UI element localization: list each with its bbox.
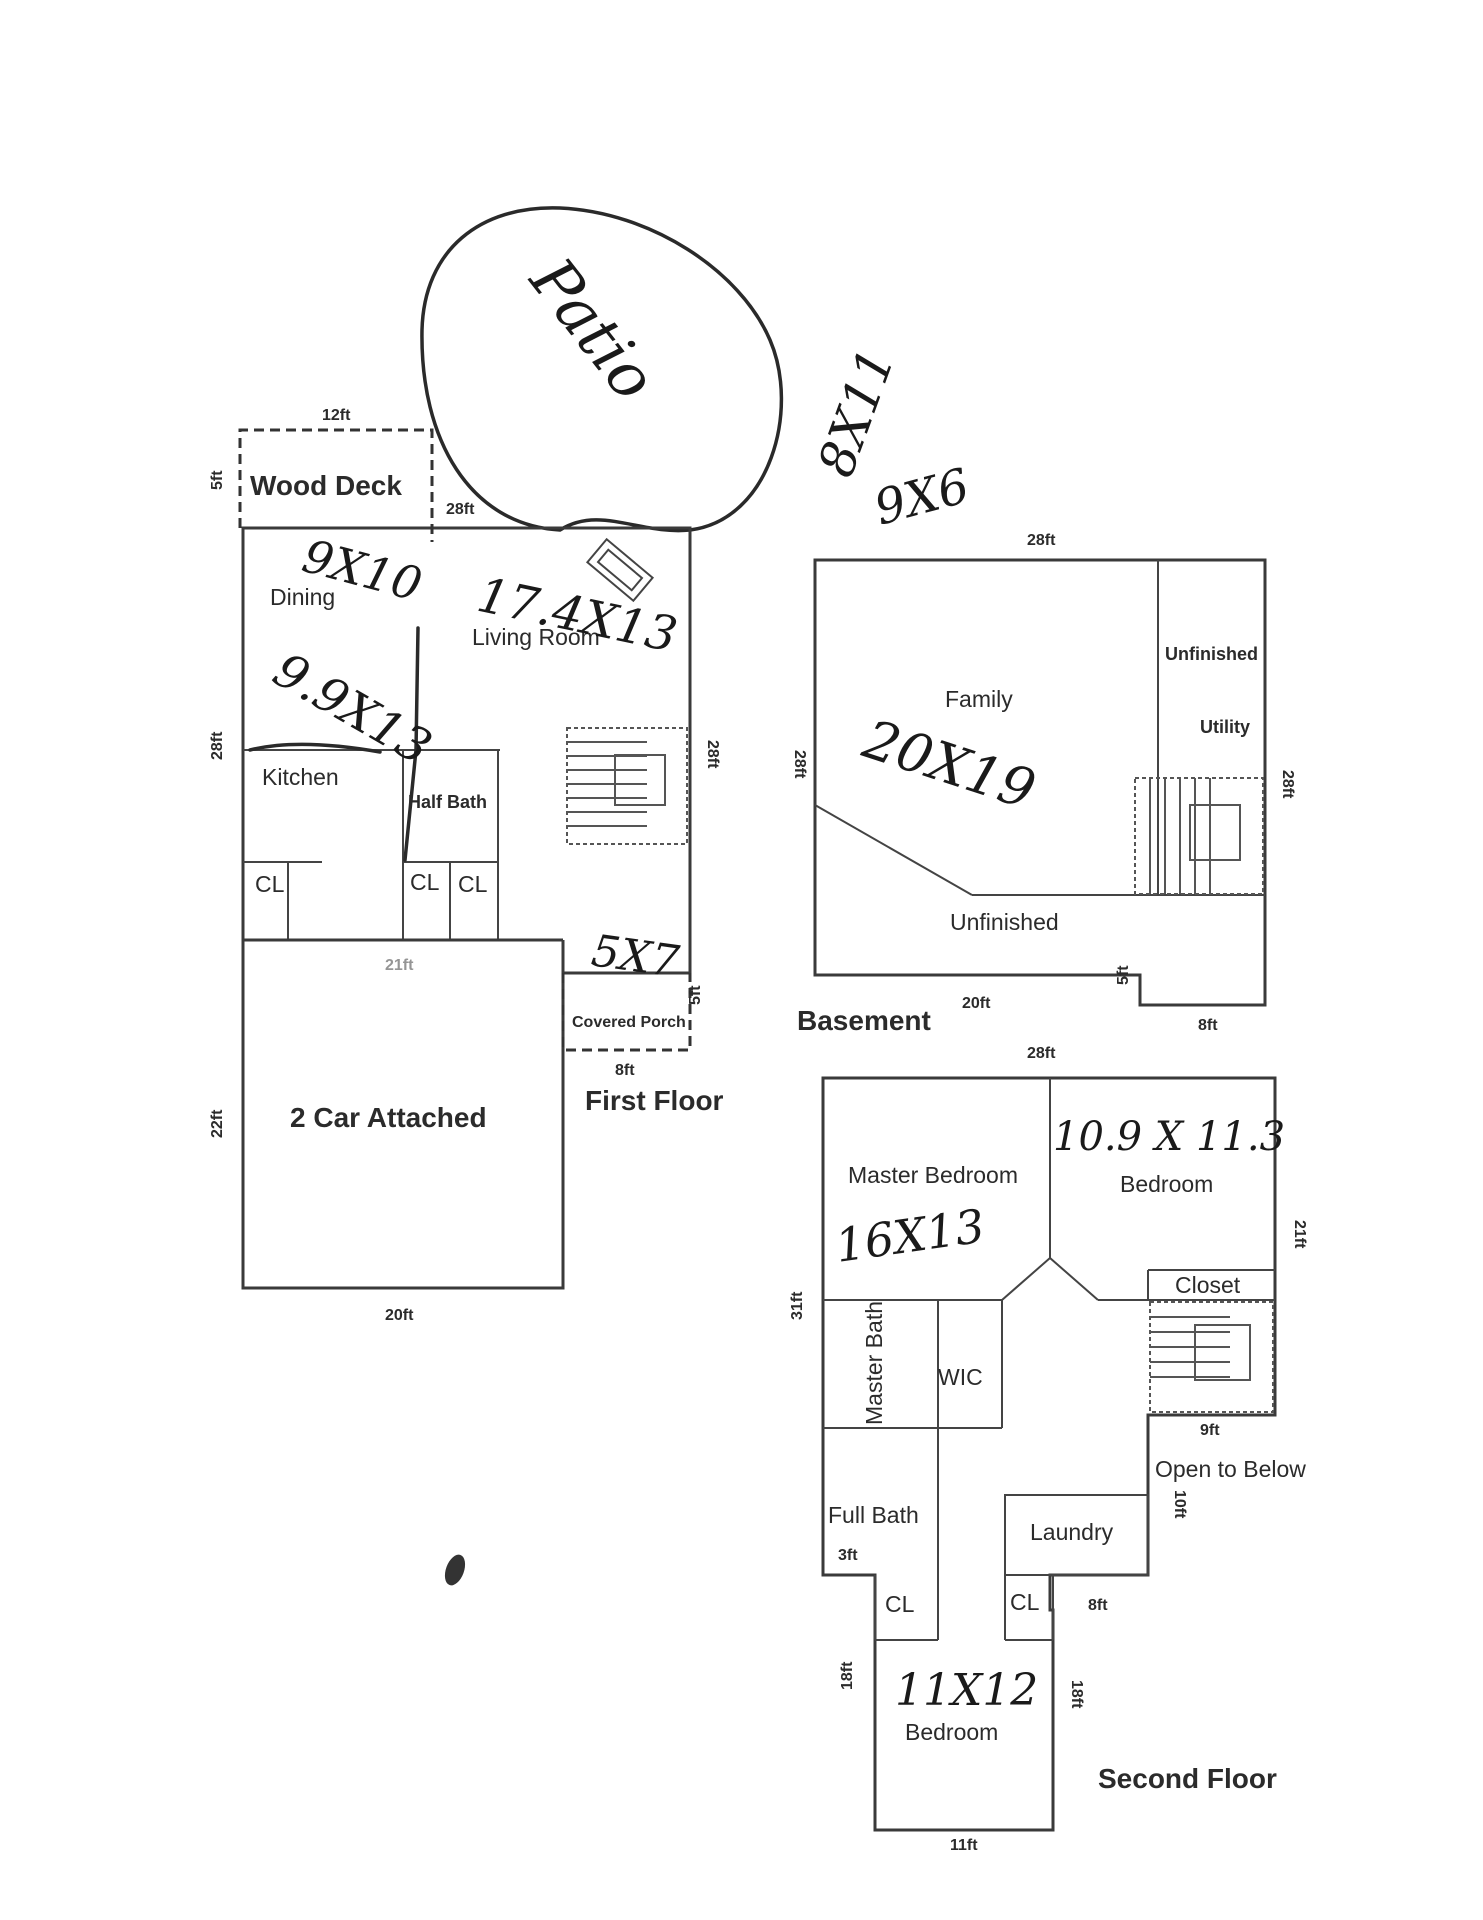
wood-deck-label: Wood Deck	[250, 470, 402, 501]
bedroom-s-size-note: 11X12	[895, 1665, 1038, 1716]
bedroom-ne-label: Bedroom	[1120, 1171, 1213, 1197]
wood-deck-outline	[238, 428, 434, 542]
basement-notch-width-dim: 8ft	[1198, 1017, 1218, 1034]
closet-gap-dim: 8ft	[1088, 1597, 1108, 1614]
first-floor-title: First Floor	[585, 1085, 724, 1116]
fireplace-icon	[585, 537, 655, 603]
first-top-width-dim: 28ft	[446, 501, 475, 518]
covered-porch-label: Covered Porch	[572, 1014, 686, 1031]
bedroom-s-label: Bedroom	[905, 1719, 998, 1745]
bedroom-bottom-dim: 11ft	[950, 1837, 978, 1854]
bedroom-left-dim: 18ft	[839, 1661, 856, 1690]
deck-depth-dim: 5ft	[209, 470, 226, 490]
family-size-note: 20X19	[855, 707, 1043, 822]
patio-label: Patio	[516, 244, 671, 414]
handwritten-note-line2: 9X6	[869, 458, 975, 537]
basement-plan: Family Unfinished Utility Unfinished Bas…	[791, 532, 1296, 1036]
kitchen-label: Kitchen	[262, 764, 339, 790]
second-floor-stairs-icon	[1149, 1301, 1274, 1413]
closet-left-label: CL	[885, 1591, 915, 1617]
basement-stairs-icon	[1134, 777, 1264, 895]
wic-label: WIC	[938, 1364, 983, 1390]
closet-label: Closet	[1175, 1272, 1241, 1298]
utility-label: Utility	[1200, 717, 1250, 737]
step-depth-dim: 10ft	[1171, 1490, 1188, 1519]
garage-width-dim: 20ft	[385, 1307, 414, 1324]
handwritten-note-top: 8X11 9X6	[807, 341, 975, 536]
handwritten-note-line1: 8X11	[807, 341, 906, 484]
basement-left-depth-dim: 28ft	[791, 750, 808, 779]
closet-right-label: CL	[1010, 1589, 1040, 1615]
second-right-depth-dim: 21ft	[1291, 1220, 1308, 1249]
garage-top-dim: 21ft	[385, 957, 414, 974]
half-bath-label: Half Bath	[408, 792, 487, 812]
garage-depth-dim: 22ft	[209, 1109, 226, 1138]
covered-porch-outline	[561, 973, 692, 1052]
master-bedroom-label: Master Bedroom	[848, 1162, 1018, 1188]
second-floor-title: Second Floor	[1098, 1763, 1277, 1794]
bath-width-dim: 3ft	[838, 1547, 858, 1564]
full-bath-label: Full Bath	[828, 1502, 919, 1528]
closet-hall-1-label: CL	[410, 869, 440, 895]
master-bath-label: Master Bath	[861, 1301, 887, 1425]
family-label: Family	[945, 686, 1013, 712]
step-width-dim: 9ft	[1200, 1422, 1220, 1439]
basement-notch-depth-dim: 5ft	[1115, 965, 1132, 985]
patio-area: Patio	[420, 206, 784, 533]
open-to-below-label: Open to Below	[1155, 1456, 1306, 1482]
garage-label: 2 Car Attached	[290, 1102, 487, 1133]
second-floor-plan: Master Bedroom Bedroom Closet Master Bat…	[789, 1045, 1308, 1854]
kitchen-size-note: 9.9X13	[264, 642, 441, 776]
first-right-depth-dim: 28ft	[704, 740, 721, 769]
first-floor-plan: Wood Deck Dining Living Room Kitchen Hal…	[209, 407, 724, 1324]
unfinished-bottom-label: Unfinished	[950, 909, 1059, 935]
living-room-label: Living Room	[472, 624, 600, 650]
basement-bottom-width-dim: 20ft	[962, 995, 991, 1012]
closet-hall-2-label: CL	[458, 871, 488, 897]
second-top-width-dim: 28ft	[1027, 1045, 1056, 1062]
deck-width-dim: 12ft	[322, 407, 351, 424]
bedroom-right-dim: 18ft	[1068, 1680, 1085, 1709]
ink-blot	[444, 1554, 466, 1586]
porch-width-dim: 8ft	[615, 1062, 635, 1079]
second-left-depth-dim: 31ft	[789, 1291, 806, 1320]
basement-outline	[813, 558, 1267, 1007]
closet-kitchen-label: CL	[255, 871, 285, 897]
basement-right-depth-dim: 28ft	[1279, 770, 1296, 799]
laundry-label: Laundry	[1030, 1519, 1114, 1545]
porch-depth-dim: 5ft	[687, 985, 704, 1005]
porch-size-note: 5X7	[588, 925, 682, 988]
first-left-depth-dim: 28ft	[209, 731, 226, 760]
basement-title: Basement	[797, 1005, 931, 1036]
dining-label: Dining	[270, 584, 335, 610]
bedroom-ne-size-note: 10.9 X 11.3	[1053, 1114, 1285, 1160]
unfinished-top-label: Unfinished	[1165, 644, 1258, 664]
stairs-icon	[566, 727, 688, 845]
basement-top-width-dim: 28ft	[1027, 532, 1056, 549]
master-size-note: 16X13	[832, 1199, 988, 1273]
